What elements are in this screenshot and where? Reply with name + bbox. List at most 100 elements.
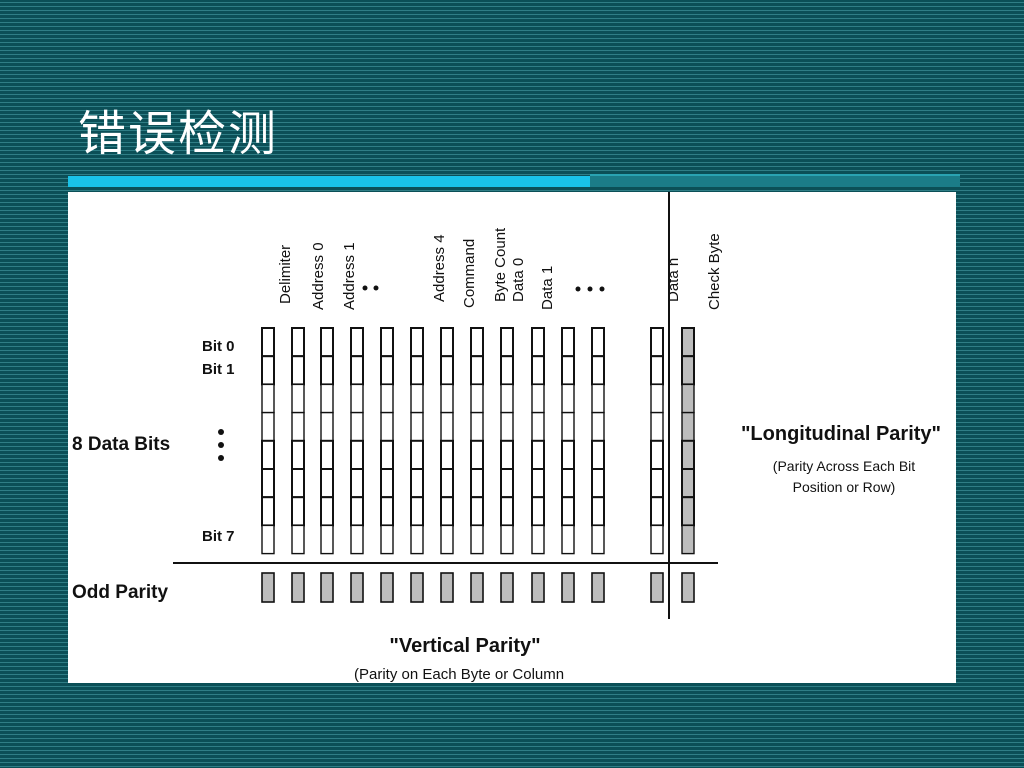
check-byte-column bbox=[681, 327, 695, 555]
bit-cell bbox=[591, 383, 605, 414]
bit-cell bbox=[531, 468, 545, 499]
longitudinal-parity-title: "Longitudinal Parity" bbox=[741, 423, 941, 445]
parity-diagram-svg: Delimiter Address 0 Address 1 Address 4 … bbox=[72, 192, 941, 683]
bit-cell bbox=[561, 355, 575, 386]
bit-cell bbox=[350, 383, 364, 414]
col-label-address-0: Address 0 bbox=[310, 242, 327, 310]
bit-cell bbox=[291, 383, 305, 414]
bit-cell bbox=[380, 468, 394, 499]
bit-cell bbox=[440, 524, 454, 555]
bit-cell bbox=[380, 383, 394, 414]
bit-cell bbox=[320, 355, 334, 386]
parity-cell bbox=[650, 572, 664, 603]
bit-cell bbox=[410, 327, 424, 358]
parity-cell bbox=[440, 572, 454, 603]
bit-cell bbox=[350, 524, 364, 555]
col-label-delimiter: Delimiter bbox=[277, 245, 294, 304]
col-label-address-1: Address 1 bbox=[341, 242, 358, 310]
byte-column bbox=[320, 327, 334, 555]
bit-cell bbox=[291, 439, 305, 471]
bit-cell bbox=[561, 496, 575, 527]
byte-column bbox=[410, 327, 424, 555]
bit-cell bbox=[591, 496, 605, 527]
bit-cell bbox=[650, 468, 664, 499]
bit-cell bbox=[531, 411, 545, 442]
vertical-parity-cells bbox=[261, 572, 695, 603]
row-label-bit-0: Bit 0 bbox=[202, 338, 235, 355]
bit-cell bbox=[320, 439, 334, 471]
bit-cell bbox=[440, 496, 454, 527]
bit-cell bbox=[470, 327, 484, 358]
bit-cell bbox=[291, 411, 305, 442]
bit-cell bbox=[500, 468, 514, 499]
bit-cell bbox=[681, 468, 695, 499]
parity-cell bbox=[470, 572, 484, 603]
bit-cell bbox=[261, 383, 275, 414]
bit-cell bbox=[350, 327, 364, 358]
col-label-data-0: Data 0 bbox=[510, 258, 527, 302]
bit-cell bbox=[320, 496, 334, 527]
bit-cell bbox=[320, 411, 334, 442]
bit-cell bbox=[291, 524, 305, 555]
header-ellipsis-1 bbox=[362, 285, 379, 291]
bit-cell bbox=[650, 355, 664, 386]
bit-cell bbox=[440, 355, 454, 386]
bit-cell bbox=[681, 383, 695, 414]
row-label-bit-1: Bit 1 bbox=[202, 361, 235, 378]
bit-cell bbox=[291, 355, 305, 386]
byte-column bbox=[350, 327, 364, 555]
bit-cell bbox=[350, 355, 364, 386]
bit-cell bbox=[500, 383, 514, 414]
parity-cell bbox=[350, 572, 364, 603]
byte-column bbox=[500, 327, 514, 555]
bit-cell bbox=[591, 411, 605, 442]
bit-cell bbox=[531, 355, 545, 386]
bit-cell bbox=[440, 439, 454, 471]
bit-cell bbox=[410, 496, 424, 527]
longitudinal-parity-line-2: Position or Row) bbox=[793, 479, 896, 495]
parity-diagram: Delimiter Address 0 Address 1 Address 4 … bbox=[68, 192, 956, 683]
bit-cell bbox=[350, 439, 364, 471]
slide-title: 错误检测 bbox=[78, 106, 279, 162]
bit-cell bbox=[410, 355, 424, 386]
parity-cell bbox=[261, 572, 275, 603]
bit-cell bbox=[591, 439, 605, 471]
bit-cell bbox=[561, 468, 575, 499]
bit-cell bbox=[561, 524, 575, 555]
bit-cell bbox=[500, 355, 514, 386]
bit-cell bbox=[440, 383, 454, 414]
bit-cell bbox=[261, 496, 275, 527]
bit-cell bbox=[380, 411, 394, 442]
bit-cell bbox=[531, 496, 545, 527]
parity-cell bbox=[561, 572, 575, 603]
bit-cell bbox=[261, 327, 275, 358]
bit-cell bbox=[470, 524, 484, 555]
parity-cell bbox=[320, 572, 334, 603]
bit-cell bbox=[500, 327, 514, 358]
bit-cell bbox=[591, 468, 605, 499]
bit-cell bbox=[681, 355, 695, 386]
bits-ellipsis bbox=[218, 429, 224, 461]
row-label-odd-parity: Odd Parity bbox=[72, 582, 169, 603]
vertical-parity-note: (Parity on Each Byte or Column bbox=[354, 666, 564, 683]
bit-cell bbox=[440, 327, 454, 358]
bit-cell bbox=[410, 383, 424, 414]
bit-cell bbox=[500, 524, 514, 555]
bit-cell bbox=[261, 439, 275, 471]
bit-cell bbox=[410, 524, 424, 555]
byte-column bbox=[531, 327, 545, 555]
bit-cell bbox=[380, 439, 394, 471]
bit-cell bbox=[470, 383, 484, 414]
bit-cell bbox=[410, 439, 424, 471]
bit-cell bbox=[500, 496, 514, 527]
bit-cell bbox=[650, 439, 664, 471]
row-label-bit-7: Bit 7 bbox=[202, 528, 235, 545]
bit-cell bbox=[561, 383, 575, 414]
bit-cell bbox=[320, 468, 334, 499]
bit-cell bbox=[350, 496, 364, 527]
parity-cell bbox=[500, 572, 514, 603]
byte-column bbox=[440, 327, 454, 555]
bit-cell bbox=[410, 468, 424, 499]
byte-columns bbox=[261, 327, 695, 555]
parity-cell bbox=[531, 572, 545, 603]
